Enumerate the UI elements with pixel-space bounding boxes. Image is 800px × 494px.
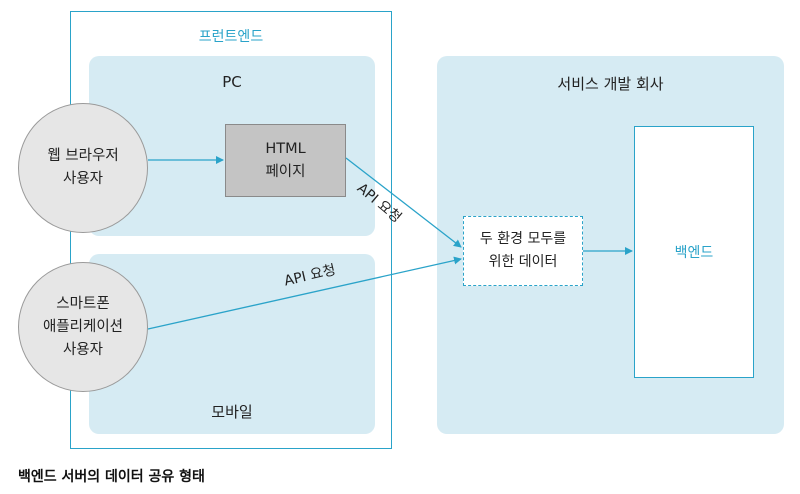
browser-user-line1: 웹 브라우저: [47, 148, 119, 164]
frontend-title: 프런트엔드: [198, 29, 264, 45]
pc-title: PC: [222, 73, 242, 91]
mobile-user-line1: 스마트폰: [56, 295, 110, 312]
service-company-title: 서비스 개발 회사: [557, 75, 664, 93]
mobile-title: 모바일: [211, 403, 253, 421]
browser-user-line2: 사용자: [62, 171, 104, 187]
browser-user-node: 웹 브라우저 사용자: [18, 103, 148, 233]
shared-data-line1: 두 환경 모두를: [479, 231, 567, 247]
shared-data-line2: 위한 데이터: [488, 254, 558, 270]
html-page-node: HTML 페이지: [225, 124, 346, 197]
backend-label: 백엔드: [674, 245, 714, 261]
backend-node: [634, 126, 754, 378]
arrow-mobile-to-shared: [147, 256, 462, 330]
mobile-app-user-node: 스마트폰 애플리케이션 사용자: [18, 262, 148, 392]
mobile-user-line2: 애플리케이션: [42, 318, 124, 335]
html-page-line2: 페이지: [265, 163, 306, 180]
figure-caption: 백엔드 서버의 데이터 공유 형태: [18, 469, 205, 485]
mobile-user-line3: 사용자: [62, 341, 103, 358]
arrow-html-to-shared: [345, 157, 462, 248]
html-page-line1: HTML: [265, 140, 306, 157]
shared-data-node: 두 환경 모두를 위한 데이터: [463, 216, 583, 286]
